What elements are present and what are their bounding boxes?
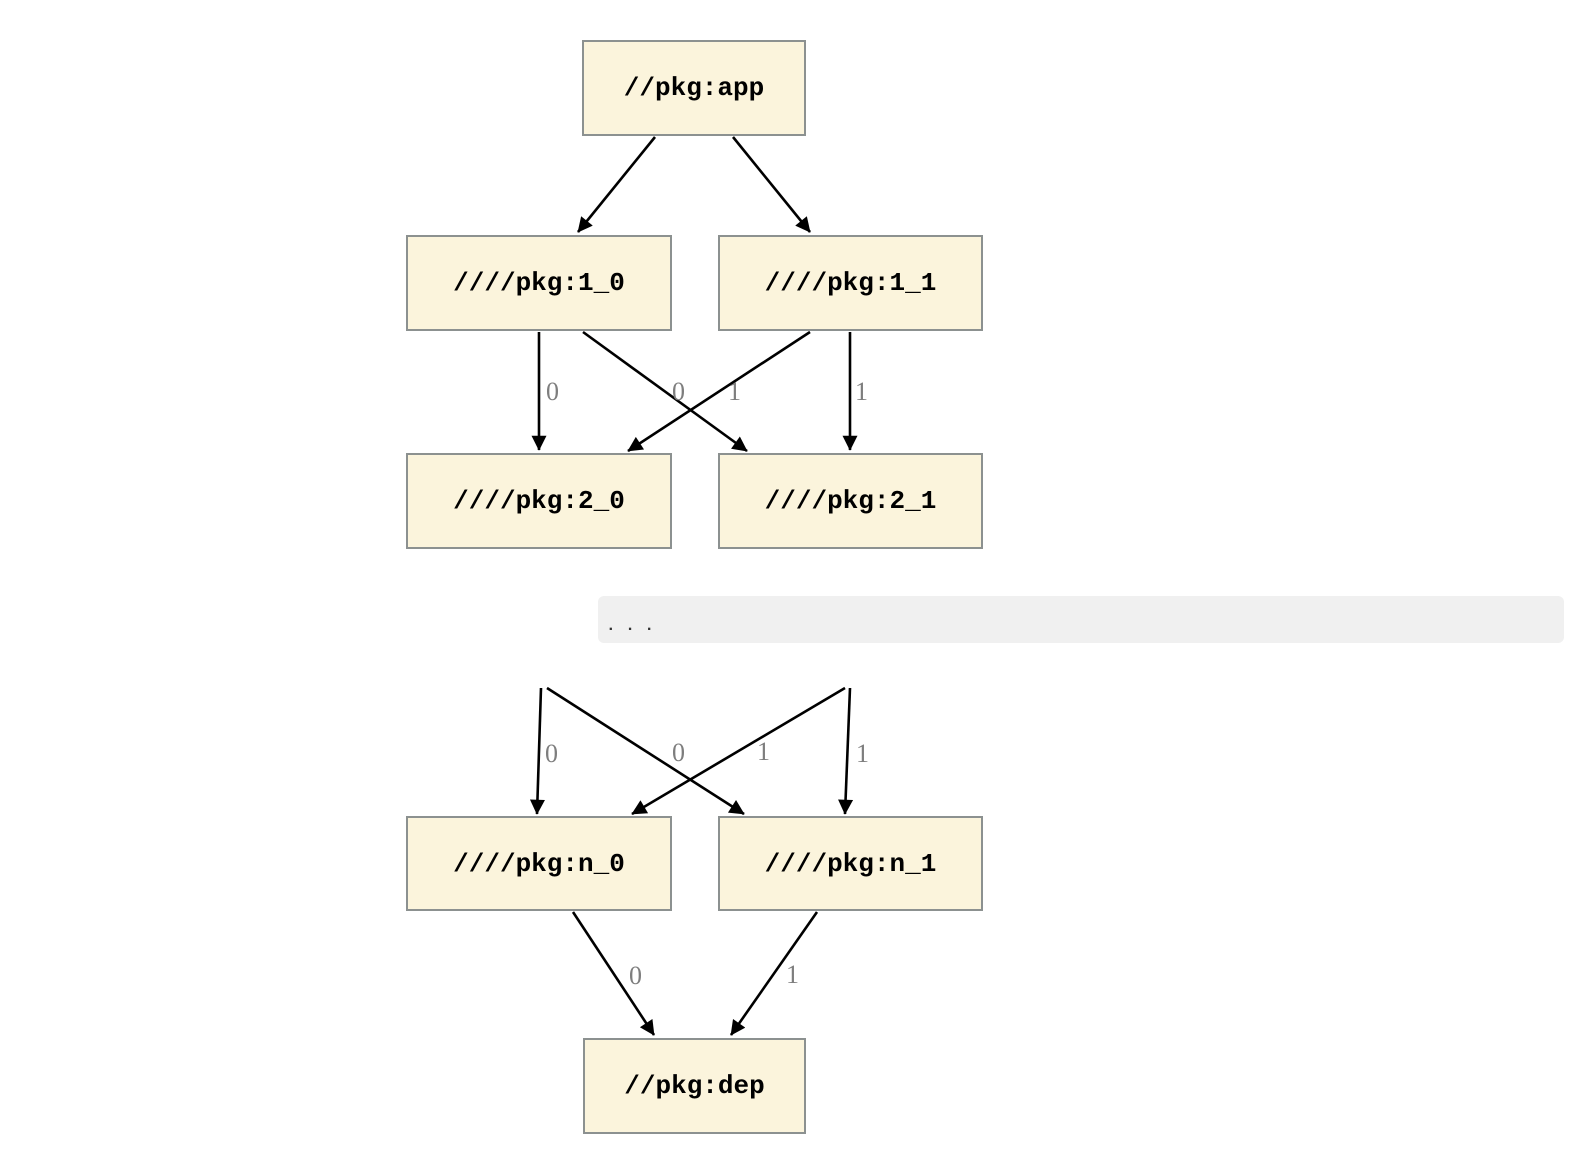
edge-label-pkg-n-0-to-pkg-dep: 0 (629, 961, 642, 990)
edge-label-pkg-n-1-to-pkg-dep: 1 (786, 960, 799, 989)
edge-pkg-n-0-to-pkg-dep (571, 911, 656, 1036)
node-pkg-1-1: ////pkg:1_1 (718, 235, 983, 331)
edge-label-pkg-1-0-to-pkg-2-1: 0 (672, 377, 685, 406)
node-pkg-2-1: ////pkg:2_1 (718, 453, 983, 549)
edge-pkg-1-1-to-pkg-2-0 (627, 330, 811, 453)
node-label-pkg-1-1: ////pkg:1_1 (764, 268, 937, 298)
node-label-pkg-1-0: ////pkg:1_0 (453, 268, 625, 298)
node-pkg-n-0: ////pkg:n_0 (406, 816, 672, 911)
node-label-pkg-n-0: ////pkg:n_0 (453, 848, 625, 879)
edge-label-ellipsis-to-pkg-n-0: 0 (545, 739, 558, 768)
node-pkg-app: //pkg:app (582, 40, 806, 136)
edge-pkg-app-to-pkg-1-0 (576, 136, 657, 233)
edge-ellipsis-to-pkg-n-1 (838, 687, 854, 815)
edge-ellipsis-to-pkg-n-1 (546, 686, 745, 816)
edge-label-pkg-1-0-to-pkg-2-0: 0 (546, 377, 559, 406)
edge-label-ellipsis-to-pkg-n-1: 1 (856, 739, 869, 768)
edge-ellipsis-to-pkg-n-0 (631, 686, 846, 816)
edge-label-pkg-1-1-to-pkg-2-1: 1 (855, 377, 868, 406)
node-pkg-dep: //pkg:dep (583, 1038, 806, 1134)
node-pkg-1-0: ////pkg:1_0 (406, 235, 672, 331)
node-label-pkg-2-0: ////pkg:2_0 (453, 486, 625, 516)
edge-label-ellipsis-to-pkg-n-1: 0 (672, 738, 685, 767)
node-label-pkg-app: //pkg:app (623, 73, 765, 103)
edge-ellipsis-to-pkg-n-0 (529, 687, 545, 815)
node-label-pkg-dep: //pkg:dep (624, 1071, 765, 1101)
node-pkg-n-1: ////pkg:n_1 (718, 816, 983, 911)
node-label-pkg-n-1: ////pkg:n_1 (764, 848, 937, 879)
node-label-pkg-2-1: ////pkg:2_1 (764, 486, 937, 516)
edge-pkg-1-0-to-pkg-2-1 (582, 330, 748, 453)
node-pkg-2-0: ////pkg:2_0 (406, 453, 672, 549)
edge-label-pkg-1-1-to-pkg-2-0: 1 (728, 377, 741, 406)
edge-pkg-app-to-pkg-1-1 (731, 136, 812, 233)
edge-label-ellipsis-to-pkg-n-0: 1 (757, 737, 770, 766)
ellipsis-text: . . . (606, 617, 655, 635)
edge-pkg-n-1-to-pkg-dep (729, 911, 819, 1036)
code-ellipsis-block: . . . (598, 596, 1564, 643)
